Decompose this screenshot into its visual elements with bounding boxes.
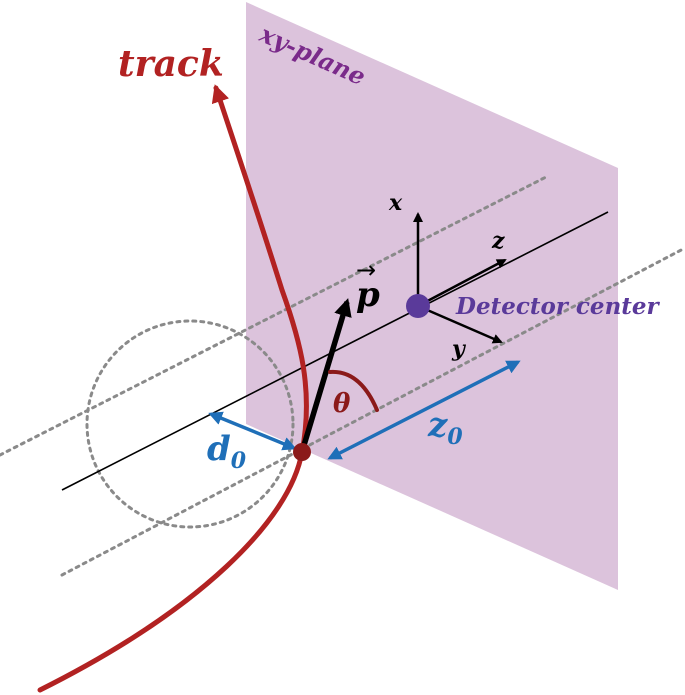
- x-axis-label: x: [388, 190, 403, 216]
- detector-center-dot: [406, 294, 430, 318]
- theta-label: θ: [333, 389, 351, 419]
- track-label: track: [118, 43, 224, 85]
- momentum-label: p: [356, 275, 380, 315]
- momentum-vector: [299, 298, 352, 453]
- d0-label-sub: 0: [231, 448, 247, 474]
- z-axis-arrow: [417, 258, 507, 308]
- y-axis-arrow: [417, 304, 503, 344]
- d0-arrow: [208, 411, 297, 451]
- perigee-point: [293, 443, 311, 461]
- momentum-arrow-symbol: →: [356, 256, 376, 284]
- d0-label: d0: [207, 429, 247, 474]
- z0-label-sub: 0: [447, 424, 463, 450]
- z-axis-label: z: [491, 228, 505, 254]
- dotted-line-upper: [0, 174, 550, 457]
- z0-arrow: [327, 360, 521, 460]
- detector-center-label: Detector center: [455, 293, 661, 320]
- d0-label-base: d: [207, 429, 231, 469]
- z0-label-base: z: [427, 405, 448, 445]
- track-curve: [37, 84, 309, 693]
- y-axis-label: y: [451, 336, 467, 362]
- z0-label: z0: [427, 405, 463, 450]
